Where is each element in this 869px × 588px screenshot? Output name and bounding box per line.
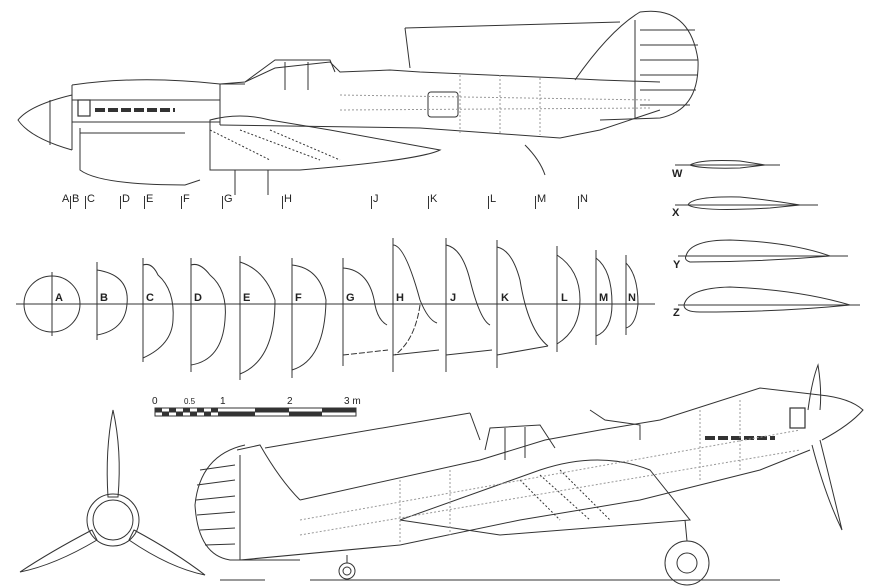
section-label-m: M xyxy=(599,292,609,304)
top-side-view xyxy=(17,10,699,195)
station-marker-e-label: E xyxy=(146,193,154,205)
station-marker-j-label: J xyxy=(373,193,379,205)
station-marker-b: B xyxy=(70,194,79,209)
station-marker-l-label: L xyxy=(490,193,497,205)
station-marker-b-label: B xyxy=(72,193,80,205)
airfoil-label-x: X xyxy=(672,207,680,219)
station-marker-k: K xyxy=(428,194,437,209)
section-label-j: J xyxy=(450,292,457,304)
station-marker-l: L xyxy=(488,194,496,209)
station-marker-h: H xyxy=(282,194,292,209)
section-label-f: F xyxy=(295,292,302,304)
propeller-front-view xyxy=(19,409,206,576)
section-label-l: L xyxy=(561,292,568,304)
station-marker-h-label: H xyxy=(284,193,292,205)
station-marker-c: C xyxy=(85,194,95,209)
section-label-a: A xyxy=(55,292,63,304)
section-label-h: H xyxy=(396,292,404,304)
station-marker-a: A xyxy=(62,193,70,205)
station-marker-n-label: N xyxy=(580,193,588,205)
station-marker-f: F xyxy=(181,194,190,209)
cross-sections xyxy=(16,238,655,380)
scale-tick-3m: 3 m xyxy=(344,396,361,407)
section-label-c: C xyxy=(146,292,154,304)
station-marker-f-label: F xyxy=(183,193,190,205)
station-marker-j: J xyxy=(371,194,379,209)
station-marker-e: E xyxy=(144,194,153,209)
scale-tick-0: 0 xyxy=(152,396,158,407)
section-label-g: G xyxy=(346,292,355,304)
airfoil-label-z: Z xyxy=(673,307,680,319)
station-marker-d-label: D xyxy=(122,193,130,205)
station-marker-c-label: C xyxy=(87,193,95,205)
airfoil-label-y: Y xyxy=(673,259,681,271)
station-marker-m: M xyxy=(535,194,546,209)
section-label-b: B xyxy=(100,292,108,304)
section-label-e: E xyxy=(243,292,251,304)
scale-tick-2: 2 xyxy=(287,396,293,407)
airfoil-sections xyxy=(675,160,860,313)
section-label-k: K xyxy=(501,292,509,304)
station-marker-d: D xyxy=(120,194,130,209)
station-marker-n: N xyxy=(578,194,588,209)
bottom-side-view xyxy=(194,363,864,586)
scale-tick-0-5: 0.5 xyxy=(184,397,196,406)
station-marker-k-label: K xyxy=(430,193,438,205)
station-marker-m-label: M xyxy=(537,193,547,205)
section-label-n: N xyxy=(628,292,636,304)
station-marker-g: G xyxy=(222,194,233,209)
scale-bar xyxy=(154,407,357,417)
section-label-d: D xyxy=(194,292,202,304)
airfoil-label-w: W xyxy=(672,168,683,180)
station-marker-g-label: G xyxy=(224,193,233,205)
scale-tick-1: 1 xyxy=(220,396,226,407)
